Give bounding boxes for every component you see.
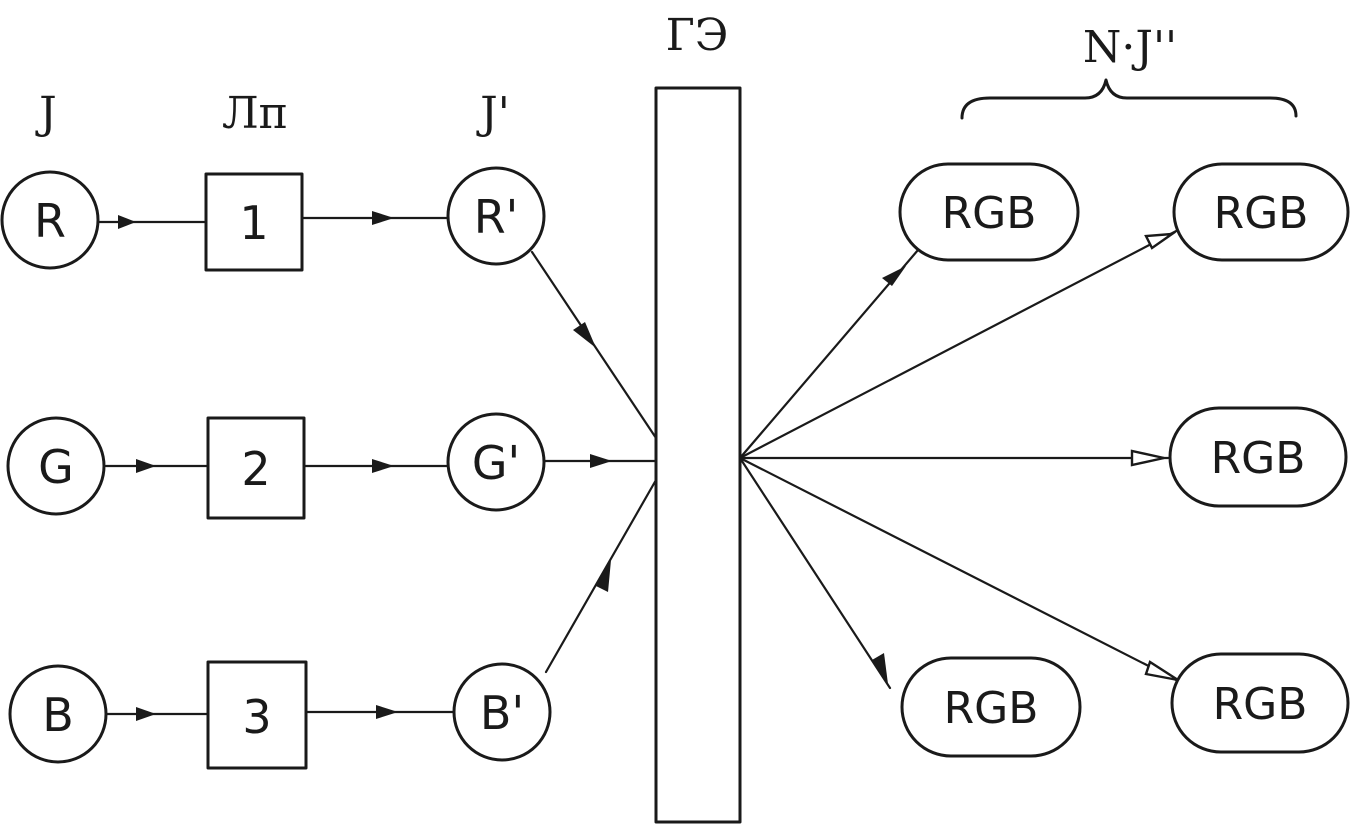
filter-box-label: 1 [239,196,268,250]
filter-box-label: 2 [241,442,270,496]
arrow-element-to-output3 [1130,449,1165,467]
filtered-node-g-prime: G' [446,412,546,512]
output-group-brace [960,78,1298,120]
input-node-b: B [8,664,108,764]
output-node-4: RGB [900,656,1082,758]
output-node-pill [900,656,1082,758]
arrow-element-to-output5 [1144,660,1179,682]
input-node-circle [0,170,100,270]
element-label: ГЭ [666,10,729,61]
arrow-filter2-to-g-prime [372,459,394,473]
connector-element-to-output4 [738,456,892,690]
output-node-label: RGB [1211,433,1306,484]
output-node-label: RGB [944,683,1039,734]
filtered-node-circle [452,662,552,762]
output-node-label: RGB [1214,188,1309,239]
input-filter-connections [96,215,210,721]
filter-box-3: 3 [206,660,308,770]
arrow-r-prime-to-element [573,322,596,348]
filter-box-rect [204,172,304,272]
arrow-g-to-filter2 [136,459,156,473]
arrow-g-prime-to-element [590,454,612,468]
connector-b-prime-to-element [544,478,658,674]
filtered-node-circle [446,166,546,266]
output-node-1: RGB [898,162,1080,262]
filtered-element-connections [530,250,658,674]
output-node-pill [898,162,1080,262]
arrow-r-to-filter1 [118,215,136,229]
filtered-node-label: R' [474,190,519,244]
filtered-node-label: G' [472,436,520,490]
filter-box-1: 1 [204,172,304,272]
central-element [654,86,742,824]
output-node-pill [1172,162,1350,262]
arrow-element-to-output2 [1144,232,1177,250]
filter-box-2: 2 [206,416,306,520]
input-node-r: R [0,170,100,270]
filtered-node-circle [446,412,546,512]
input-node-label: B [42,688,74,742]
input-node-label: G [38,440,74,494]
connector-element-to-output5 [738,456,1182,684]
input-node-circle [6,416,106,516]
filter-box-rect [206,416,306,520]
filter-box-label: 3 [242,690,271,744]
arrow-element-to-output4 [872,653,888,684]
output-node-label: RGB [942,188,1037,239]
filter-filtered-connections [300,211,460,719]
input-node-g: G [6,416,106,516]
arrow-b-to-filter3 [136,707,156,721]
filter-box-rect [206,660,308,770]
output-node-5: RGB [1170,652,1350,754]
output-node-2: RGB [1172,162,1350,262]
arrow-element-to-output1 [882,266,906,286]
connector-element-to-output1 [738,248,920,460]
arrow-filter1-to-r-prime [372,211,394,225]
filter-column-label: Лп [222,88,288,139]
element-output-connections [738,226,1184,690]
connector-element-to-output2 [738,226,1184,460]
output-node-pill [1170,652,1350,754]
filtered-node-b-prime: B' [452,662,552,762]
filtered-node-r-prime: R' [446,166,546,266]
input-node-circle [8,664,108,764]
output-node-3: RGB [1168,406,1348,508]
filtered-node-label: B' [480,686,524,740]
output-node-pill [1168,406,1348,508]
input-node-label: R [34,194,66,248]
input-column-label: J [35,88,57,139]
output-group-label: N·J'' [1083,22,1177,73]
output-node-label: RGB [1213,679,1308,730]
filtered-column-label: J' [476,88,510,139]
arrow-filter3-to-b-prime [376,705,398,719]
arrow-b-prime-to-element [596,560,611,592]
